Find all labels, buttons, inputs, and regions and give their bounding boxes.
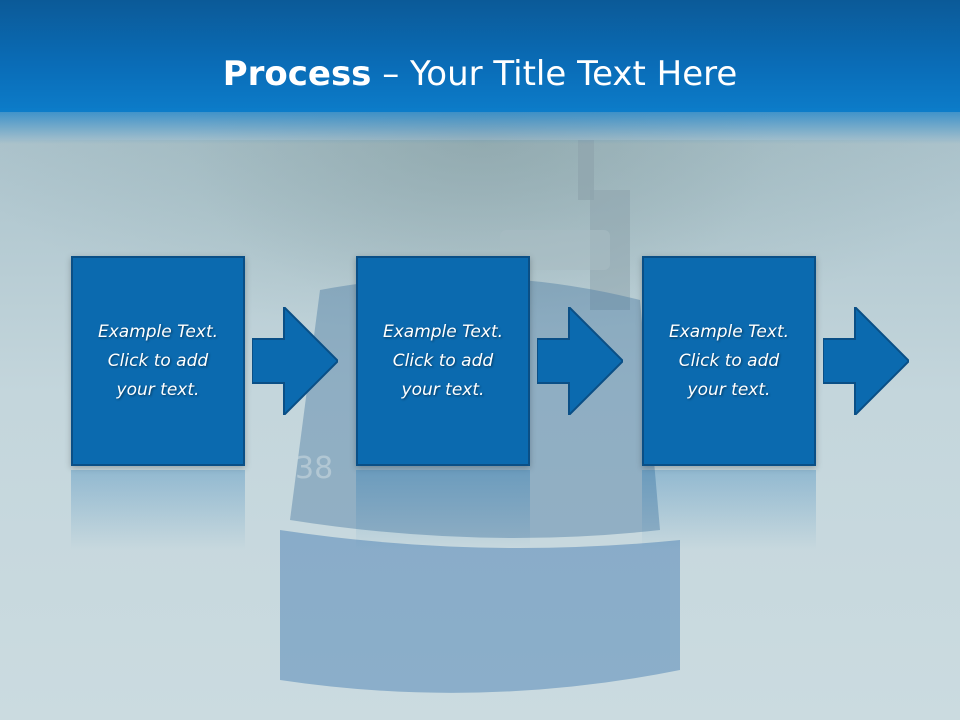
step-reflection xyxy=(71,470,245,550)
slide-title[interactable]: Process – Your Title Text Here xyxy=(0,54,960,94)
step-text-line: Example Text. xyxy=(668,321,790,342)
title-bar-fade xyxy=(0,108,960,144)
step-text-line: Click to add xyxy=(678,350,780,371)
right-arrow-icon xyxy=(537,307,623,415)
step-text-line: Example Text. xyxy=(97,321,219,342)
process-step-2[interactable]: Example Text. Click to add your text. xyxy=(356,256,530,466)
step-text-line: your text. xyxy=(116,379,200,400)
right-arrow-icon xyxy=(823,307,909,415)
step-text: Example Text. Click to add your text. xyxy=(98,318,218,405)
step-text-line: Click to add xyxy=(392,350,494,371)
step-reflection xyxy=(356,470,530,550)
step-text-line: your text. xyxy=(687,379,771,400)
process-step-3[interactable]: Example Text. Click to add your text. xyxy=(642,256,816,466)
step-reflection xyxy=(642,470,816,550)
svg-text:38: 38 xyxy=(295,451,333,486)
step-text: Example Text. Click to add your text. xyxy=(383,318,503,405)
right-arrow-icon xyxy=(252,307,338,415)
title-rest: – Your Title Text Here xyxy=(371,54,738,94)
process-step-1[interactable]: Example Text. Click to add your text. xyxy=(71,256,245,466)
step-text-line: Click to add xyxy=(107,350,209,371)
step-text-line: Example Text. xyxy=(382,321,504,342)
title-bar xyxy=(0,0,960,112)
step-text: Example Text. Click to add your text. xyxy=(669,318,789,405)
title-bold: Process xyxy=(222,54,372,94)
step-text-line: your text. xyxy=(401,379,485,400)
